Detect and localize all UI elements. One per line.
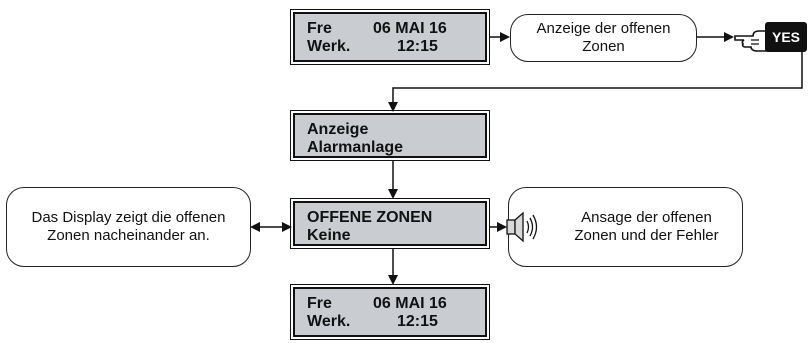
bubble-show-open-zones: Anzeige der offenen Zonen (510, 14, 697, 62)
lcd-top-date: 06 MAI 16 (373, 20, 447, 37)
lcd-top-time: 12:15 (397, 38, 438, 55)
lcd-bottom-mode: Werk. (307, 313, 351, 330)
bubble-announce-line1: Ansage der offenen (581, 209, 712, 226)
lcd-anzeige-line2: Alarmanlage (307, 139, 404, 156)
lcd-screen-bottom: Fre 06 MAI 16 Werk. 12:15 (290, 284, 490, 340)
lcd-anzeige-line1: Anzeige (307, 121, 369, 138)
yes-key-label: YES (771, 29, 800, 45)
lcd-bottom-date: 06 MAI 16 (373, 295, 447, 312)
arrow-key-to-anzeige (388, 52, 803, 112)
bubble-show-open-line2: Zonen (582, 38, 625, 55)
lcd-zones-line1: OFFENE ZONEN (307, 209, 433, 226)
bubble-display-info-line1: Das Display zeigt die offenen (31, 209, 226, 226)
lcd-top-day: Fre (307, 20, 332, 37)
bubble-display-info-line2: Zonen nacheinander an. (47, 227, 210, 244)
lcd-screen-top: Fre 06 MAI 16 Werk. 12:15 (290, 9, 490, 65)
bubble-show-open-line1: Anzeige der offenen (536, 20, 671, 37)
speaker-icon (506, 211, 538, 243)
pointing-hand-icon (734, 30, 772, 52)
bubble-announce-line2: Zonen und der Fehler (574, 227, 719, 244)
lcd-screen-open-zones: OFFENE ZONEN Keine (290, 198, 490, 249)
bubble-display-info: Das Display zeigt die offenen Zonen nach… (6, 187, 251, 267)
yes-key-button[interactable]: YES (765, 22, 807, 52)
bubble-announce: Ansage der offenen Zonen und der Fehler (508, 187, 743, 267)
lcd-bottom-day: Fre (307, 295, 332, 312)
lcd-screen-anzeige: Anzeige Alarmanlage (290, 110, 490, 161)
lcd-zones-line2: Keine (307, 227, 351, 244)
lcd-bottom-time: 12:15 (397, 313, 438, 330)
lcd-top-mode: Werk. (307, 38, 351, 55)
